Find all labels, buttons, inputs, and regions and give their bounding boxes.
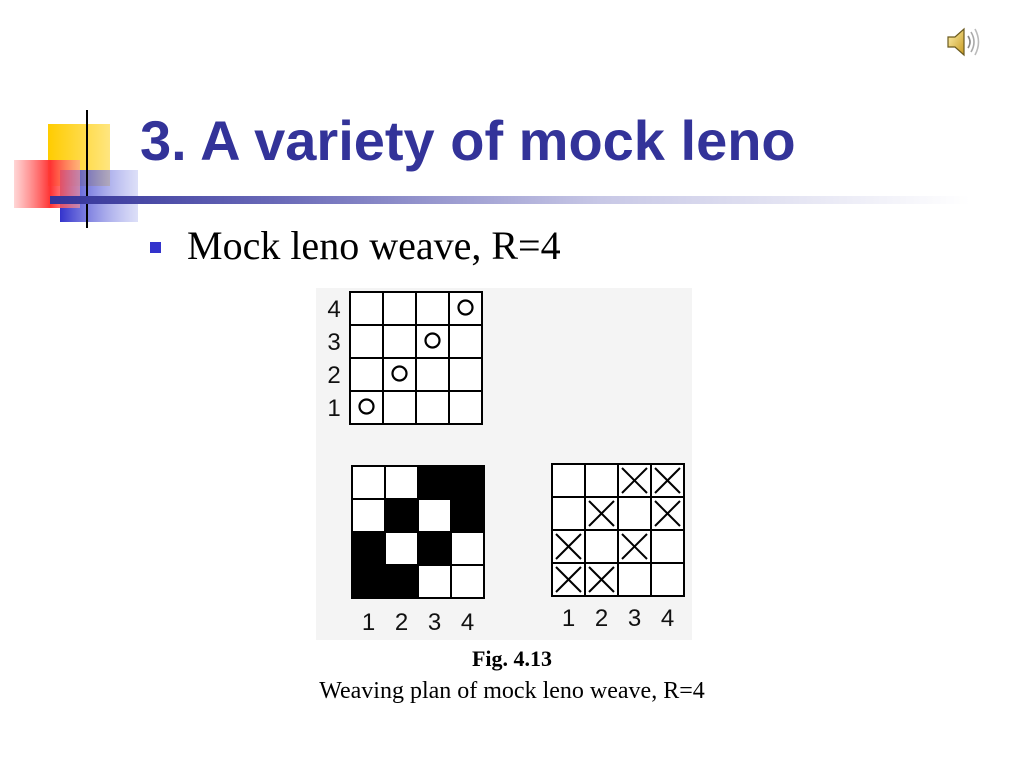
drawing-plan-grid-cell	[382, 390, 417, 425]
drawing-plan-grid-cell	[382, 291, 417, 326]
drawing-plan-grid-cell	[448, 390, 483, 425]
bullet-item: Mock leno weave, R=4	[150, 222, 561, 269]
column-label: 2	[395, 609, 408, 636]
drawing-plan-grid-cell	[415, 291, 450, 326]
drawing-plan-grid-cell	[349, 390, 384, 425]
mark-circle	[424, 332, 441, 349]
drawing-plan-grid-cell	[448, 357, 483, 392]
drawing-plan-grid-cell	[415, 324, 450, 359]
mark-cross	[555, 566, 582, 593]
drawing-plan-grid-cell	[415, 357, 450, 392]
mark-circle	[457, 299, 474, 316]
weave-pattern-grid-cell	[384, 564, 419, 599]
corner-decoration	[14, 110, 150, 228]
speaker-icon[interactable]	[944, 24, 982, 60]
drawing-plan-grid-cell	[382, 324, 417, 359]
weave-pattern-grid-cell	[351, 531, 386, 566]
mark-circle	[391, 365, 408, 382]
weave-pattern-grid-cell	[417, 564, 452, 599]
column-label: 4	[661, 605, 674, 632]
weave-pattern-grid-cell	[384, 531, 419, 566]
denting-plan-grid-cell	[551, 463, 586, 498]
drawing-plan-grid-cell	[448, 291, 483, 326]
denting-plan-grid-cell	[617, 496, 652, 531]
row-label: 1	[327, 395, 340, 422]
weave-pattern-grid-cell	[450, 465, 485, 500]
weave-pattern-grid	[351, 465, 485, 599]
mark-cross	[654, 467, 681, 494]
bullet-text: Mock leno weave, R=4	[187, 223, 561, 268]
weave-pattern-grid-cell	[351, 564, 386, 599]
mark-circle	[358, 398, 375, 415]
denting-plan-grid-cell	[551, 496, 586, 531]
column-label: 3	[428, 609, 441, 636]
denting-plan-grid-cell	[617, 562, 652, 597]
denting-plan-grid	[551, 463, 685, 597]
weave-pattern-grid-cell	[417, 465, 452, 500]
mark-cross	[555, 533, 582, 560]
weave-pattern-grid-cell	[417, 531, 452, 566]
drawing-plan-grid-cell	[415, 390, 450, 425]
weave-pattern-grid-cell	[384, 465, 419, 500]
figure-label: Fig. 4.13	[471, 646, 553, 671]
drawing-plan-grid-cell	[349, 324, 384, 359]
mark-cross	[588, 500, 615, 527]
drawing-plan-grid-cell	[349, 291, 384, 326]
weave-pattern-grid-cell	[417, 498, 452, 533]
drawing-plan-grid-cell	[382, 357, 417, 392]
row-label: 4	[327, 296, 340, 323]
denting-plan-grid-cell	[650, 562, 685, 597]
title-underline	[50, 196, 970, 204]
column-label: 1	[562, 605, 575, 632]
row-label: 3	[327, 329, 340, 356]
column-label: 2	[595, 605, 608, 632]
denting-plan-grid-cell	[584, 529, 619, 564]
column-label: 1	[362, 609, 375, 636]
column-label: 4	[461, 609, 474, 636]
denting-plan-grid-cell	[584, 463, 619, 498]
weave-pattern-grid-cell	[351, 498, 386, 533]
mark-cross	[621, 533, 648, 560]
figure-caption: Weaving plan of mock leno weave, R=4	[319, 678, 705, 704]
weave-pattern-grid-cell	[450, 531, 485, 566]
denting-plan-grid-cell	[650, 529, 685, 564]
square-bullet-icon	[150, 242, 161, 253]
column-label: 3	[628, 605, 641, 632]
mark-cross	[621, 467, 648, 494]
weave-pattern-grid-cell	[450, 564, 485, 599]
row-label: 2	[327, 362, 340, 389]
drawing-plan-grid-cell	[349, 357, 384, 392]
slide-title: 3. A variety of mock leno	[140, 109, 796, 172]
mark-cross	[588, 566, 615, 593]
weave-pattern-grid-cell	[351, 465, 386, 500]
drawing-plan-grid-cell	[448, 324, 483, 359]
drawing-plan-grid	[349, 291, 483, 425]
weave-pattern-grid-cell	[384, 498, 419, 533]
weave-pattern-grid-cell	[450, 498, 485, 533]
mark-cross	[654, 500, 681, 527]
